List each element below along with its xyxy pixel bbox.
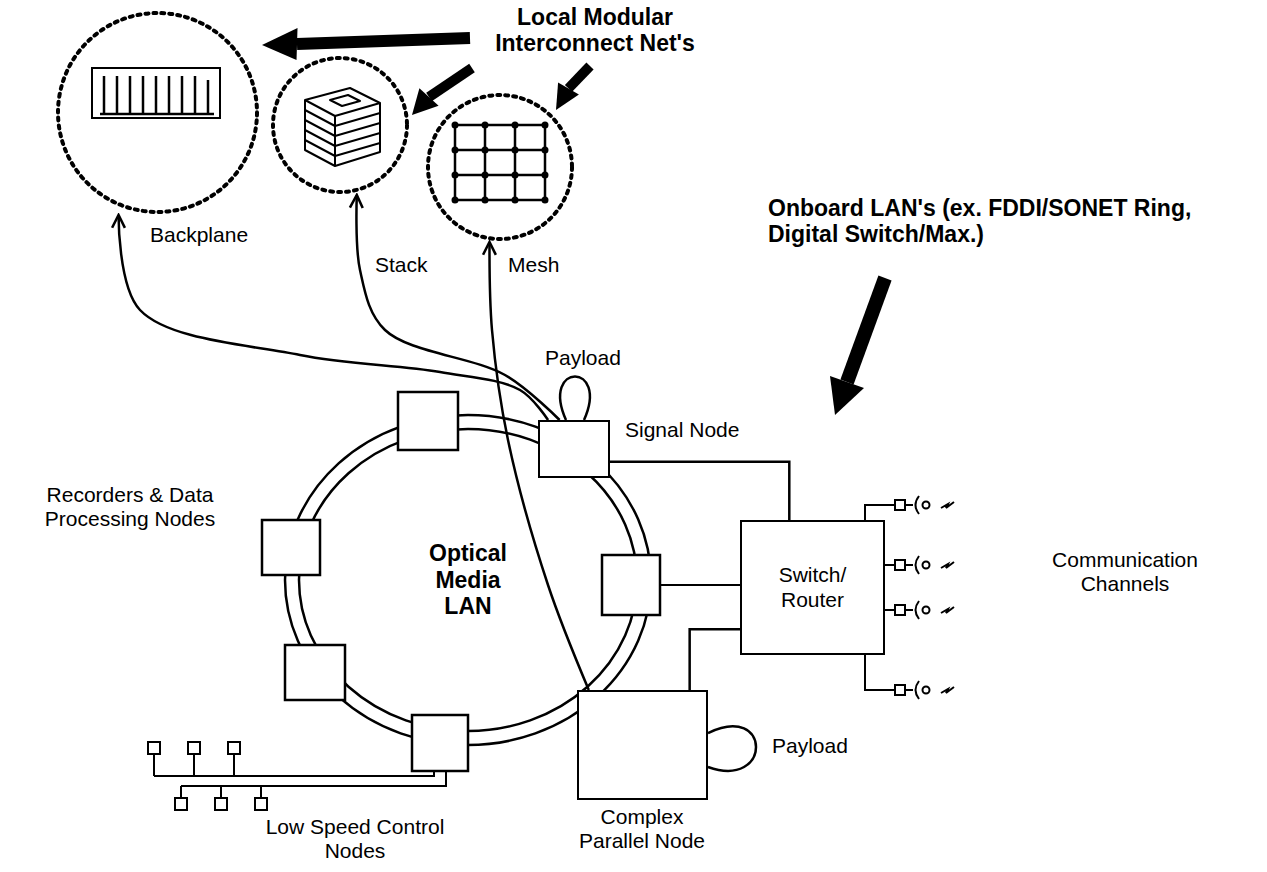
channel-label: Communication Channels [1005, 548, 1245, 596]
dashed-circle [55, 10, 260, 215]
payload-label: Payload [545, 346, 635, 370]
antenna [885, 496, 954, 514]
node-text: Optical Media LAN [411, 540, 526, 619]
backplane-icon [92, 68, 220, 118]
ring-node-box [262, 520, 320, 575]
control-node [148, 742, 160, 754]
dashed-circle [270, 55, 410, 195]
dashed-circle-outline [273, 58, 407, 192]
ring-node-box [398, 392, 458, 450]
control-node [255, 798, 267, 810]
callout-arrow-shaft [847, 278, 885, 382]
interconnect-circle: Backplane [55, 10, 260, 215]
antenna-feed [865, 505, 885, 520]
section-heading: Onboard LAN's (ex. FDDI/SONET Ring, Digi… [768, 195, 1238, 248]
dashed-circle-outline [428, 95, 572, 239]
node-text: Switch/ Router [754, 563, 872, 611]
callout-arrow-head [262, 28, 298, 60]
node-text: Signal Node [625, 418, 693, 442]
section-heading: Local Modular Interconnect Net's [470, 4, 720, 57]
connector [356, 195, 559, 420]
antenna [885, 681, 954, 699]
connector [119, 215, 549, 420]
interconnect-circle: Mesh [425, 92, 575, 242]
antenna [885, 601, 954, 619]
callout-arrow-shaft [569, 66, 591, 88]
stack-top [305, 88, 380, 116]
complex-node-box: Complex Parallel Node [577, 690, 708, 800]
callout-arrow-head [830, 376, 864, 415]
dashed-circle [425, 92, 575, 242]
control-node [175, 798, 187, 810]
node-text: Mesh [508, 253, 658, 277]
low-speed-bus [148, 742, 446, 810]
dashed-circle-outline [58, 13, 257, 212]
callout-arrow-head [556, 82, 579, 110]
callout-arrow-shaft [297, 38, 470, 44]
backplane-frame [92, 68, 220, 118]
ring-to-switch-wire [660, 584, 740, 586]
control-node [215, 798, 227, 810]
mesh-dots [455, 125, 545, 200]
stack-top-window [330, 95, 360, 106]
antenna [885, 556, 954, 574]
signal-node-box: Signal Node [538, 420, 610, 478]
ring-inner [299, 429, 637, 731]
connector [690, 629, 740, 690]
connector [610, 462, 789, 520]
callout-arrow-head [412, 88, 439, 115]
mesh-grid [455, 125, 545, 200]
group-label: Low Speed Control Nodes [250, 815, 460, 863]
callout-arrow-shaft [429, 68, 472, 97]
control-node [188, 742, 200, 754]
payload-label: Payload [772, 734, 872, 758]
mesh-icon [455, 125, 545, 200]
control-node [228, 742, 240, 754]
switch-box: Switch/ Router [740, 520, 885, 655]
payload-loop [708, 726, 756, 771]
node-text: Stack [375, 253, 515, 277]
antenna-feed [865, 655, 885, 690]
stack-layers [305, 110, 380, 156]
payload-loop [560, 377, 590, 421]
group-label: Recorders & Data Processing Nodes [35, 483, 225, 531]
stack-sides [305, 100, 380, 166]
node-text: Backplane [150, 223, 355, 247]
backplane-slots [100, 76, 214, 114]
stack-icon [305, 88, 380, 166]
bus-wires [154, 754, 446, 798]
interconnect-circle: Stack [270, 55, 410, 195]
node-text: Complex Parallel Node [567, 805, 717, 853]
